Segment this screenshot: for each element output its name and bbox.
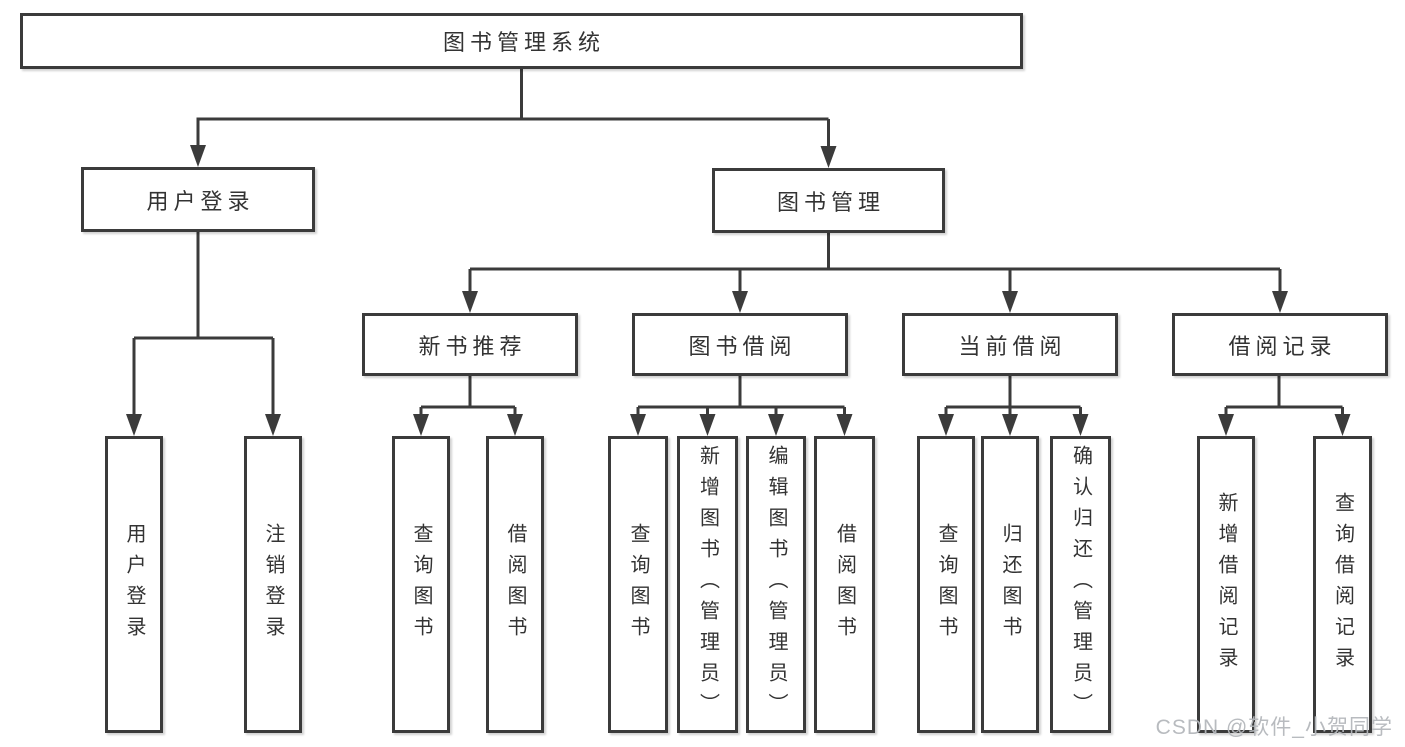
node-leaf-borrow-books-1: 借阅图书 (486, 436, 544, 733)
node-leaf-query-borrow-record: 查询借阅记录 (1313, 436, 1372, 733)
node-label: 查询借阅记录 (1331, 491, 1354, 678)
node-leaf-add-books-admin: 新增图书（管理员） (677, 436, 738, 733)
node-label: 用户登录 (146, 188, 255, 214)
node-label: 借阅图书 (833, 522, 856, 647)
node-leaf-user-login: 用户登录 (105, 436, 163, 733)
node-label: 图书管理系统 (442, 30, 605, 55)
node-label: 确认归还（管理员） (1069, 445, 1092, 724)
node-label: 注销登录 (262, 522, 284, 647)
node-label: 新书推荐 (418, 333, 527, 359)
node-borrowing-records: 借阅记录 (1172, 313, 1388, 376)
node-label: 新增图书（管理员） (696, 445, 719, 724)
node-label: 查询图书 (935, 522, 957, 647)
node-label: 借阅记录 (1228, 333, 1337, 359)
node-leaf-query-books-2: 查询图书 (608, 436, 668, 733)
node-leaf-logout: 注销登录 (244, 436, 302, 733)
node-label: 归还图书 (999, 522, 1021, 647)
node-leaf-borrow-books-2: 借阅图书 (814, 436, 875, 733)
node-leaf-confirm-return-admin: 确认归还（管理员） (1050, 436, 1111, 733)
node-label: 查询图书 (410, 522, 432, 647)
node-new-book-recommend: 新书推荐 (362, 313, 578, 376)
node-book-management: 图书管理 (712, 168, 945, 233)
node-leaf-return-books: 归还图书 (981, 436, 1039, 733)
node-leaf-query-books-3: 查询图书 (917, 436, 975, 733)
csdn-watermark: CSDN @软件_小贺同学 (1155, 716, 1393, 739)
node-leaf-edit-books-admin: 编辑图书（管理员） (746, 436, 806, 733)
node-user-login: 用户登录 (81, 167, 315, 232)
node-book-borrowing: 图书借阅 (632, 313, 848, 376)
node-label: 用户登录 (123, 522, 145, 647)
node-leaf-add-borrow-record: 新增借阅记录 (1197, 436, 1255, 733)
node-label: 新增借阅记录 (1215, 491, 1237, 678)
node-label: 当前借阅 (958, 333, 1067, 359)
node-label: 编辑图书（管理员） (765, 445, 787, 724)
node-current-borrowing: 当前借阅 (902, 313, 1118, 376)
node-label: 借阅图书 (504, 522, 526, 647)
node-label: 图书管理 (776, 189, 885, 215)
node-library-system: 图书管理系统 (20, 13, 1023, 69)
node-leaf-query-books-1: 查询图书 (392, 436, 450, 733)
node-label: 图书借阅 (688, 333, 797, 359)
node-label: 查询图书 (627, 522, 649, 647)
